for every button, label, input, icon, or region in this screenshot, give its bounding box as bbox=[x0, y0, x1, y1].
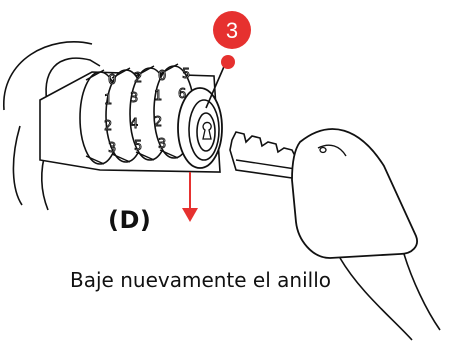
step-label: (D) bbox=[108, 206, 152, 234]
digit-top-1: 0 bbox=[108, 73, 116, 88]
step-badge: 3 bbox=[205, 11, 251, 109]
digit-low-3: 2 bbox=[154, 115, 162, 130]
digit-low-1: 2 bbox=[104, 119, 112, 134]
instruction-caption: Baje nuevamente el anillo bbox=[70, 268, 331, 292]
down-arrow-icon bbox=[182, 172, 198, 222]
step-pointer-dot bbox=[221, 55, 235, 69]
combination-dials bbox=[79, 63, 195, 165]
step-number: 3 bbox=[226, 18, 238, 43]
digit-mid-1: 1 bbox=[104, 93, 112, 108]
digit-bot-2: 5 bbox=[134, 139, 142, 154]
digit-low-2: 4 bbox=[130, 117, 138, 132]
cable-left-outer bbox=[3, 41, 93, 111]
digit-top-2: 2 bbox=[134, 71, 142, 86]
digit-mid-4: 6 bbox=[178, 87, 186, 102]
digit-mid-2: 3 bbox=[130, 91, 138, 106]
digit-top-3: 0 bbox=[158, 69, 166, 84]
digit-top-4: 5 bbox=[182, 67, 190, 82]
step-circle bbox=[213, 11, 251, 49]
lock-cylinder bbox=[177, 87, 223, 169]
cable-right bbox=[291, 128, 441, 341]
cable-left-lower bbox=[12, 125, 23, 206]
digit-bot-1: 3 bbox=[108, 141, 116, 156]
digit-mid-3: 1 bbox=[154, 89, 162, 104]
cable-left bbox=[45, 57, 101, 109]
digit-bot-3: 3 bbox=[158, 137, 166, 152]
